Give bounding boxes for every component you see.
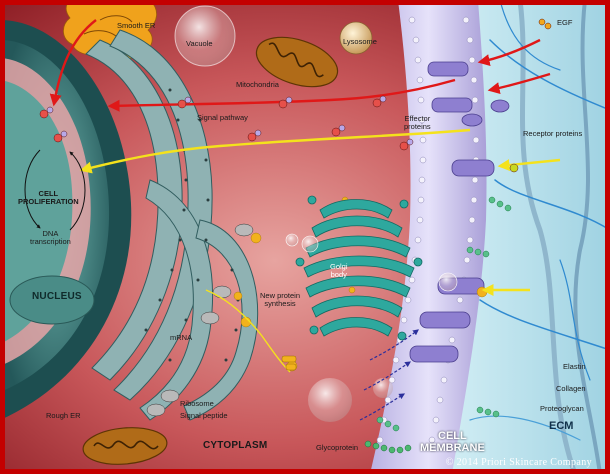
transport-vesicle	[301, 235, 319, 253]
transport-vesicle-2	[285, 233, 299, 247]
mrna-strand	[205, 289, 291, 373]
nucleus	[0, 20, 132, 420]
golgi-body	[295, 195, 423, 341]
free-proteins	[281, 355, 297, 371]
membrane-vesicle	[438, 272, 458, 292]
copyright-notice: © 2014 Priori Skincare Company	[445, 457, 592, 468]
label-nucleus: NUCLEUS	[32, 291, 82, 302]
proliferation-cycle	[24, 149, 86, 231]
glycoprotein	[364, 440, 412, 454]
label-glycoprotein: Glycoprotein	[316, 443, 359, 452]
mitochondrion-bottom	[82, 427, 168, 465]
label-smooth-er: Smooth ER	[117, 21, 156, 30]
label-signal-peptide: Signal peptide	[180, 411, 228, 420]
mitochondrion-top	[255, 36, 339, 88]
label-golgi-body: Golgi body	[330, 262, 348, 279]
vacuole	[174, 5, 236, 67]
label-proteoglycan: Proteoglycan	[540, 404, 584, 413]
signal-pathway-red	[49, 19, 551, 112]
label-receptor-proteins: Receptor proteins	[523, 129, 583, 138]
membrane-transport	[359, 329, 419, 421]
ecm-fibers	[469, 0, 610, 474]
label-effector-proteins: Effector proteins	[404, 114, 431, 131]
label-lysosome: Lysosome	[343, 37, 377, 46]
label-mitochondria: Mitochondria	[236, 80, 279, 89]
label-rough-er: Rough ER	[46, 411, 81, 420]
label-cell-proliferation: CELL PROLIFERATION	[18, 189, 79, 206]
signal-molecules	[39, 18, 552, 173]
label-mrna: mRNA	[170, 333, 193, 342]
ribosome-complexes	[146, 223, 254, 417]
label-cell-membrane: CELL MEMBRANE	[420, 430, 485, 454]
label-signal-pathway: Signal pathway	[197, 113, 248, 122]
signal-pathway-yellow	[79, 128, 561, 296]
label-cytoplasm: CYTOPLASM	[203, 440, 268, 451]
label-new-protein-synthesis: New protein synthesis	[260, 291, 301, 308]
rough-er	[85, 29, 259, 421]
label-collagen: Collagen	[556, 384, 586, 393]
vesicle-small	[373, 378, 393, 398]
label-elastin: Elastin	[563, 362, 586, 371]
receptor-proteins	[409, 61, 510, 363]
label-egf: EGF	[557, 18, 573, 27]
proteoglycan-beads	[376, 196, 512, 432]
lysosome	[339, 21, 373, 55]
label-vacuole: Vacuole	[186, 39, 213, 48]
vesicle	[308, 378, 352, 422]
label-ribosome: Ribosome	[180, 399, 214, 408]
label-dna-transcription: DNA transcription	[30, 229, 71, 246]
label-ecm: ECM	[549, 420, 574, 432]
